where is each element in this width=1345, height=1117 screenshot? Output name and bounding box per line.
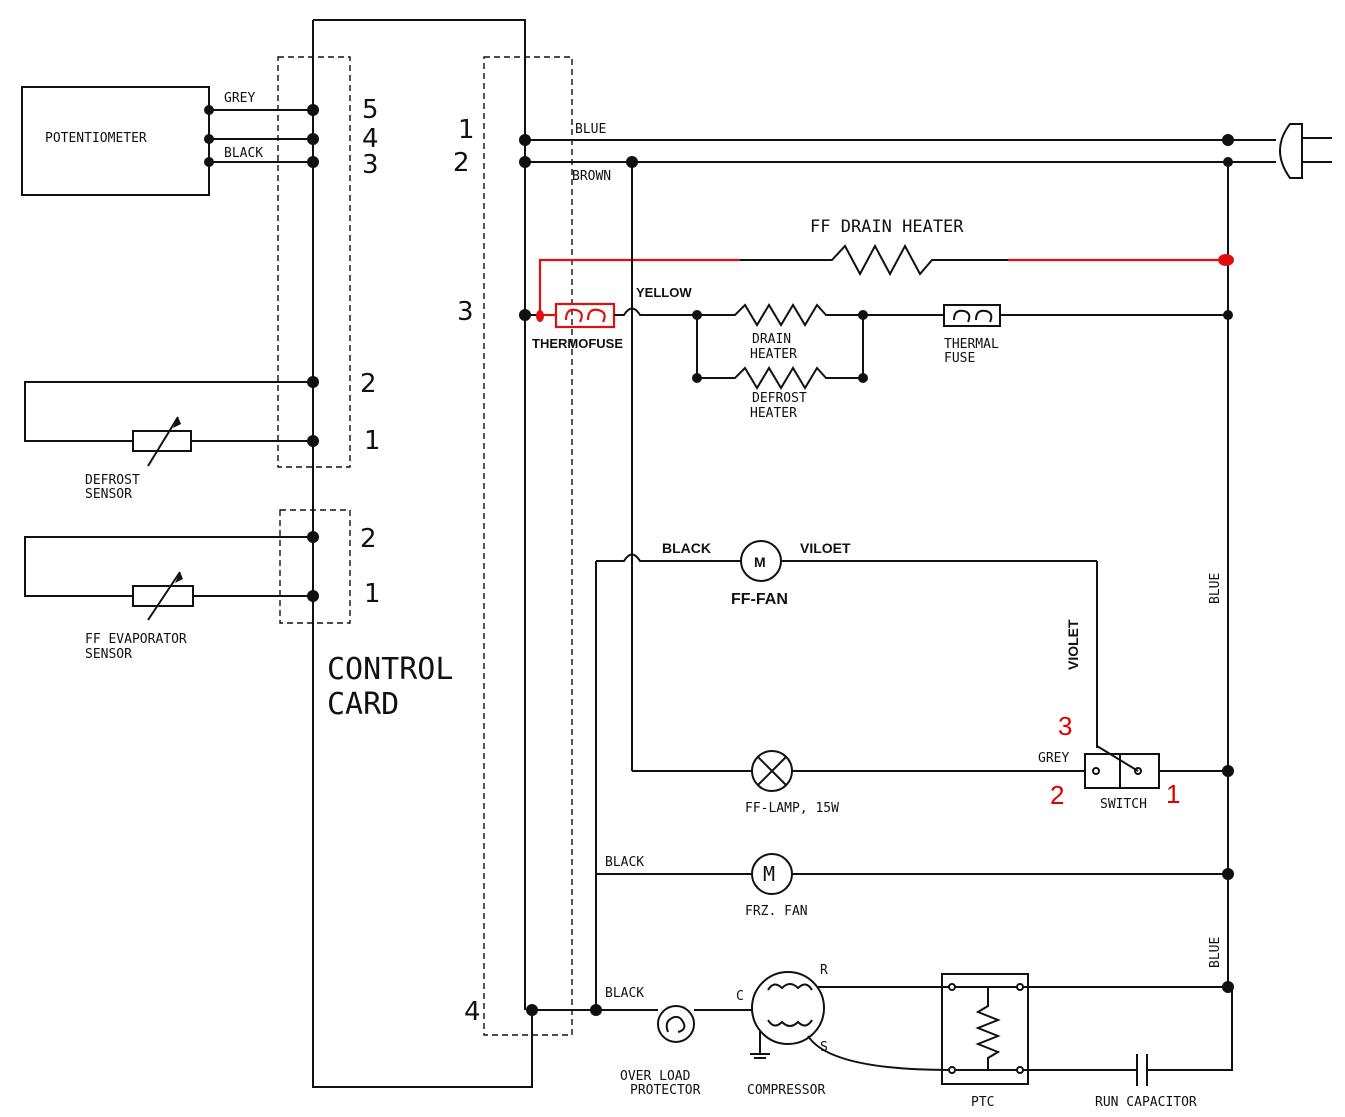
connector-left-top [277, 56, 351, 468]
potentiometer-label: POTENTIOMETER [45, 131, 147, 146]
ptc [941, 973, 1029, 1085]
ff-fan-label: FF-FAN [731, 591, 788, 608]
connector-right [483, 56, 573, 1036]
grey-wire-label-switch: GREY [1038, 751, 1069, 766]
black-wire-label-comp: BLACK [605, 986, 644, 1001]
pin-left-2b: 2 [360, 524, 377, 554]
ff-evaporator-sensor-label-2: SENSOR [85, 647, 132, 662]
overload-protector [657, 1005, 695, 1043]
pin-left-1b: 1 [364, 579, 381, 609]
yellow-wire-label: YELLOW [636, 285, 692, 300]
grey-wire-label: GREY [224, 91, 255, 106]
frz-fan-label: FRZ. FAN [745, 904, 808, 919]
ff-drain-heater-label: FF DRAIN HEATER [810, 217, 964, 237]
pin-left-3: 3 [362, 150, 379, 180]
blue-wire-label-low: BLUE [1208, 937, 1223, 968]
black-wire-label-fan: BLACK [662, 540, 711, 556]
switch-pin-1: 1 [1166, 779, 1180, 809]
defrost-heater-label: DEFROST [752, 391, 807, 406]
viloet-wire-label: VILOET [800, 540, 851, 556]
compressor-label: COMPRESSOR [747, 1083, 825, 1098]
switch-pin-2: 2 [1050, 780, 1064, 810]
connector-left-bottom [279, 509, 351, 624]
pin-left-1: 1 [364, 426, 381, 456]
brown-wire-label: BROWN [572, 169, 611, 184]
ptc-label: PTC [971, 1095, 994, 1110]
pin-right-3: 3 [457, 297, 474, 327]
pin-right-4: 4 [464, 997, 481, 1027]
thermal-fuse-label: THERMAL [944, 337, 999, 352]
control-card-outline [312, 19, 533, 1088]
pin-right-1: 1 [458, 115, 475, 145]
defrost-sensor-resistor [132, 430, 192, 452]
pin-left-5: 5 [362, 95, 379, 125]
olp-label-2: PROTECTOR [630, 1083, 701, 1098]
comp-terminal-r: R [820, 963, 828, 978]
thermofuse-label: THERMOFUSE [532, 336, 623, 351]
control-card-label-2: CARD [327, 687, 399, 722]
switch-label: SWITCH [1100, 797, 1147, 812]
pin-left-2: 2 [360, 369, 377, 399]
control-card-label: CONTROL [327, 652, 453, 687]
ff-fan-motor-symbol: M [754, 554, 766, 570]
violet-wire-label: VIOLET [1065, 619, 1081, 670]
drain-heater-label: DRAIN [752, 332, 791, 347]
ff-evaporator-sensor-resistor [132, 585, 194, 607]
comp-terminal-s: S [820, 1040, 828, 1055]
defrost-sensor-label-2: SENSOR [85, 487, 132, 502]
door-switch [1084, 753, 1160, 789]
comp-terminal-c: C [736, 989, 744, 1004]
drain-heater [697, 303, 863, 327]
blue-wire-label-right: BLUE [1208, 573, 1223, 604]
defrost-heater [696, 315, 864, 390]
defrost-heater-label-2: HEATER [750, 406, 797, 421]
thermal-fuse-label-2: FUSE [944, 351, 975, 366]
drain-heater-label-2: HEATER [750, 347, 797, 362]
defrost-sensor-label: DEFROST [85, 473, 140, 488]
drain-heater-junction [1218, 254, 1234, 266]
mains-plug [1279, 123, 1332, 179]
blue-wire-label-top: BLUE [575, 122, 606, 137]
compressor-motor [751, 971, 825, 1045]
ff-evaporator-sensor-label: FF EVAPORATOR [85, 632, 187, 647]
black-wire-label-frz: BLACK [605, 855, 644, 870]
switch-pin-3: 3 [1058, 711, 1072, 741]
pin-right-2: 2 [453, 148, 470, 178]
olp-label: OVER LOAD [620, 1069, 691, 1084]
run-capacitor-label: RUN CAPACITOR [1095, 1095, 1197, 1110]
ff-lamp-label: FF-LAMP, 15W [745, 801, 839, 816]
black-wire-label-top: BLACK [224, 146, 263, 161]
pin-left-4: 4 [362, 124, 379, 154]
frz-fan-motor-symbol: M [763, 862, 775, 886]
